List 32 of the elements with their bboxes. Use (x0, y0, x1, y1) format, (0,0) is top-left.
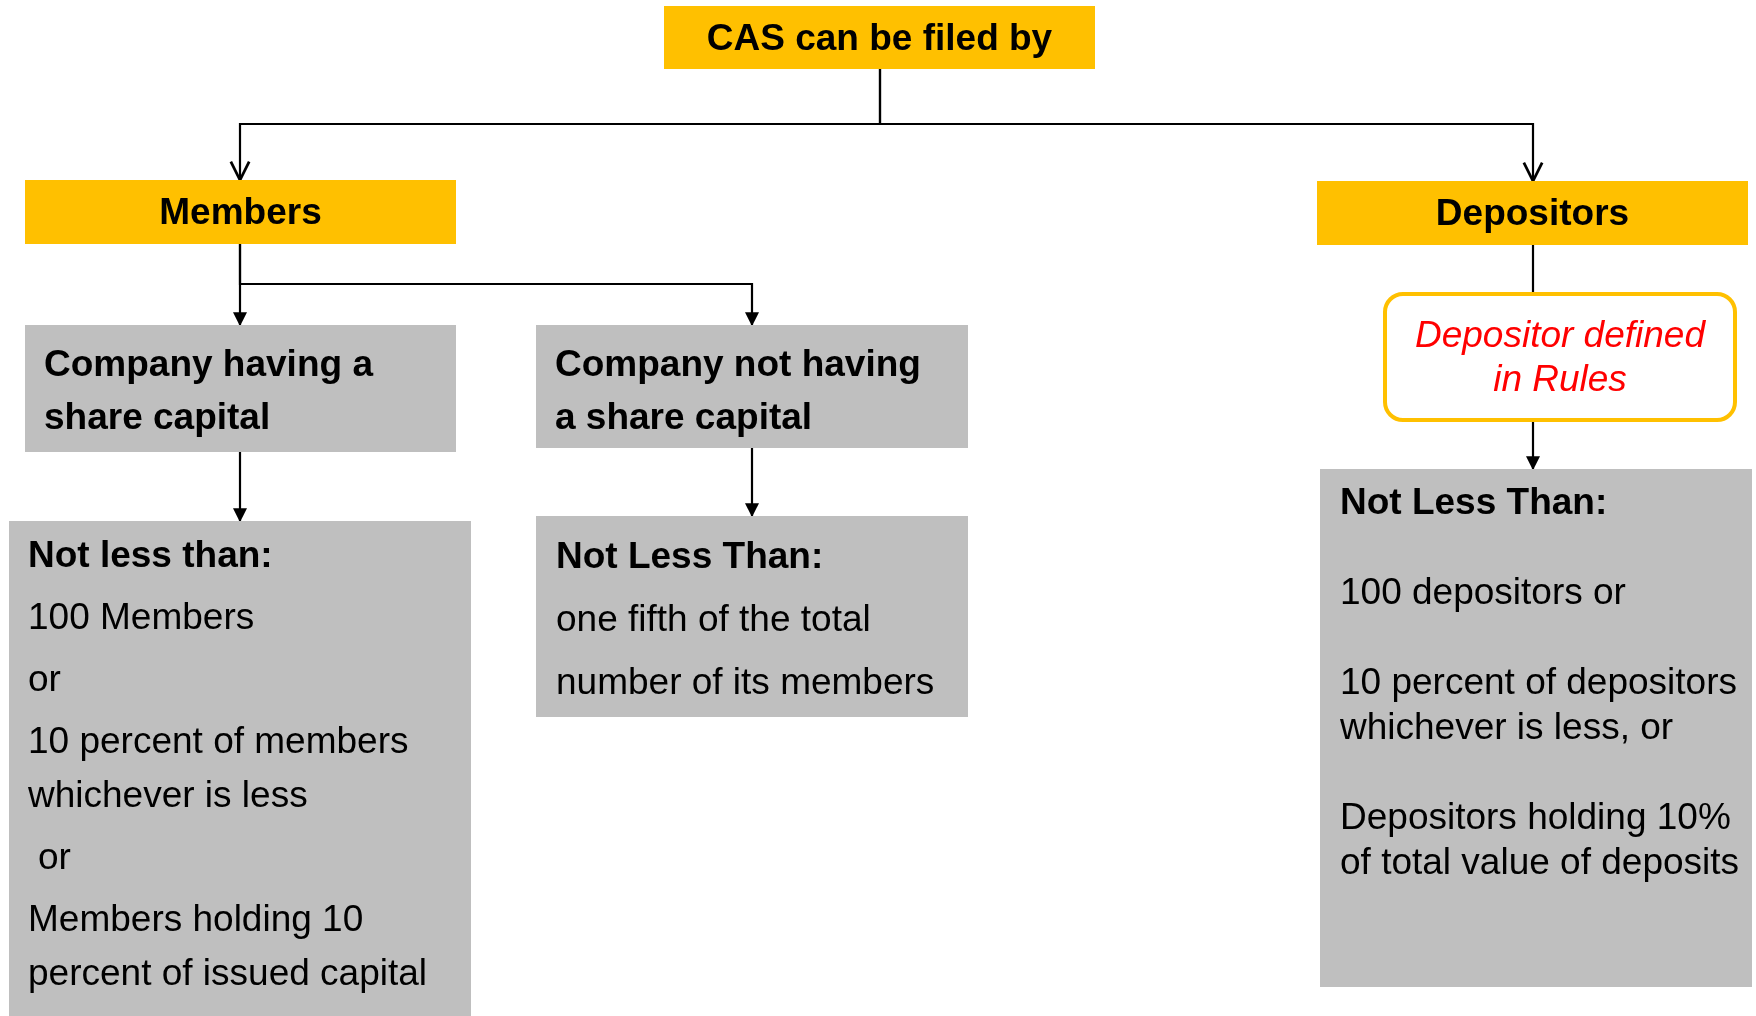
arrow (233, 452, 247, 523)
box-text: Depositors (1435, 192, 1630, 234)
arrow (745, 448, 759, 518)
arrow (878, 69, 1544, 183)
criteria-box (1320, 469, 1752, 987)
box-heading: Not Less Than: (556, 534, 825, 578)
box-text: Company not having a share capital (555, 342, 922, 439)
box-text: 100 depositors or (1340, 570, 1627, 614)
box-text: or (28, 657, 62, 701)
box-text: 100 Members (28, 595, 256, 639)
box-text: Company having a share capital (44, 342, 375, 439)
note-box (1383, 292, 1737, 422)
category-box (536, 325, 968, 448)
box-text: Depositors holding 10% of total value of deposits (1340, 795, 1741, 884)
arrow (238, 244, 759, 327)
box-text: one fifth of the total number of its members (556, 597, 936, 704)
category-box (1317, 181, 1748, 245)
box-text: Depositor defined in Rules (1414, 313, 1707, 401)
category-box (25, 180, 456, 244)
box-text: Members (159, 191, 322, 233)
arrow (1526, 422, 1540, 471)
connector-line (1531, 245, 1535, 292)
criteria-box (536, 516, 968, 717)
box-text: Members holding 10 percent of issued capital (28, 897, 428, 995)
box-text: or (37, 835, 72, 879)
box-heading: Not less than: (28, 533, 274, 577)
box-text: 10 percent of depositors whichever is less, or (1340, 660, 1738, 749)
box-text: CAS can be filed by (706, 16, 1053, 59)
criteria-box (9, 521, 471, 1016)
box-heading: Not Less Than: (1340, 480, 1609, 524)
title-box (664, 6, 1095, 69)
category-box (25, 325, 456, 452)
